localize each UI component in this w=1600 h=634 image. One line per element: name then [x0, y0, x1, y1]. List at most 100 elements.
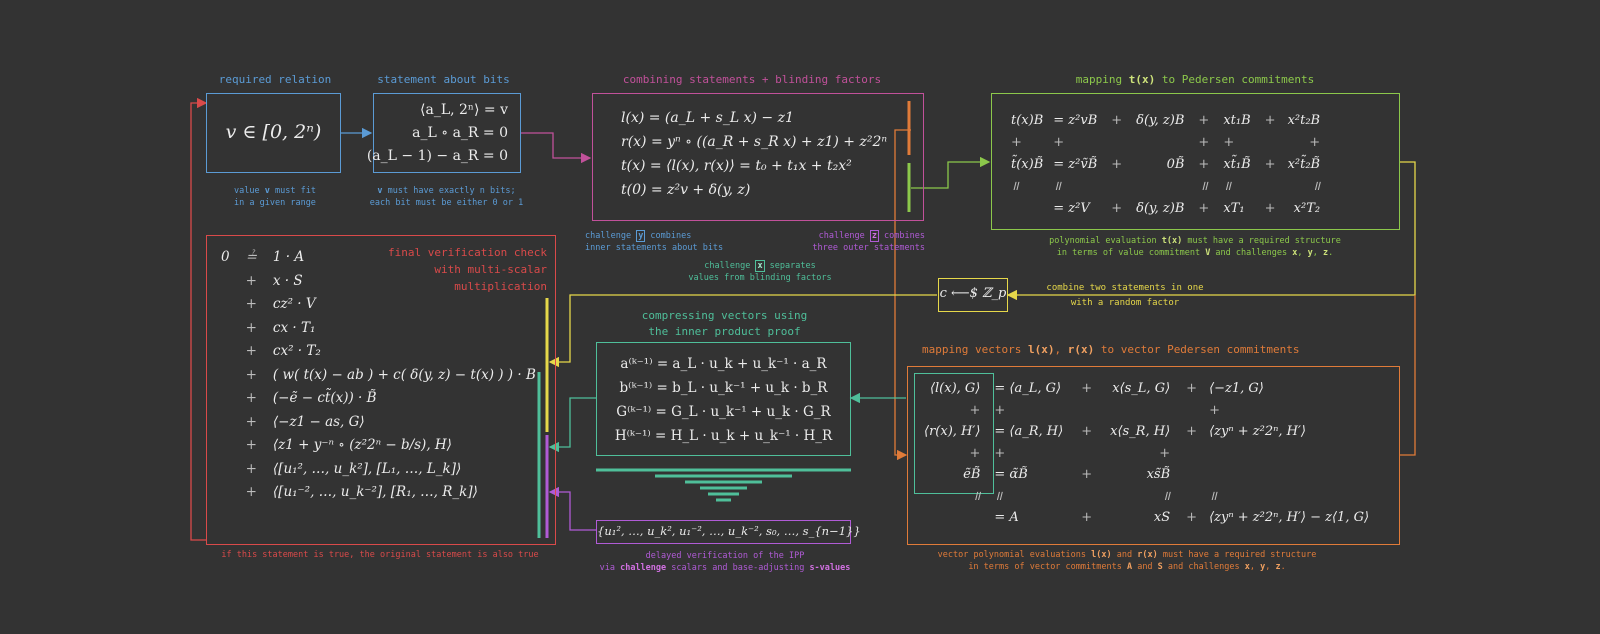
pedersen-cell: + — [1198, 112, 1210, 128]
arrow-svalues-to-final — [548, 486, 596, 531]
arrow-final-to-range — [190, 97, 208, 541]
vector-cell: xs̃B̃ — [1146, 467, 1171, 482]
pedersen-row: t̃(x)B̃= z²ṽB̃+0B̃+xt̃₁B̃+x²t̃₂B̃ — [1007, 150, 1324, 178]
vector-cell: x⟨s_R, H⟩ — [1110, 424, 1171, 439]
vector-cell: ⟨l(x), G⟩ — [929, 381, 981, 396]
vector-cell: ⟨zyⁿ + z²2ⁿ, H′⟩ − z⟨1, G⟩ — [1209, 510, 1370, 525]
vector-cell — [918, 504, 986, 531]
final-equations: 0≟1 · A+x · S+cz² · V+cx · T₁+cx² · T₂+(… — [215, 246, 542, 505]
vector-cell: ⟨r(x), H′⟩ — [924, 424, 981, 439]
vector-cell: + — [1081, 381, 1093, 396]
final-cell: cx · T₁ — [272, 319, 316, 336]
pedersen-cell: ॥ — [1223, 178, 1232, 194]
final-cell: + — [245, 319, 257, 336]
final-cell: 0 — [221, 249, 230, 265]
final-cell: + — [245, 390, 257, 406]
vector-cell — [1071, 488, 1102, 504]
svalues-set: {u₁², …, u_k², u₁⁻², …, u_k⁻², s₀, …, s_… — [597, 524, 861, 538]
pedersen-cell: + — [1011, 134, 1022, 150]
vector-cell: + — [1081, 467, 1093, 482]
vector-cell: + — [994, 445, 1006, 461]
pedersen-cell: ॥ — [1011, 178, 1019, 194]
range-relation: v ∈ [0, 2ⁿ) — [225, 121, 322, 143]
vector-cell: + — [994, 402, 1006, 418]
final-row: 0 ≟ 1 · A — [215, 246, 542, 270]
final-cell — [215, 364, 236, 388]
vector-cell: + — [1081, 510, 1093, 525]
vector-cell — [1102, 402, 1178, 418]
challenge-sample: c ⟵$ ℤ_p — [939, 286, 1007, 301]
title-combining: combining statements + blinding factors — [622, 73, 882, 86]
arrow-pedersen-to-challenge — [1006, 161, 1416, 301]
pedersen-box: t(x)B= z²vB+δ(y, z)B+xt₁B+x²t₂B+++++t̃(x… — [991, 93, 1400, 230]
arrow-vector-to-challenge — [1400, 295, 1416, 456]
pedersen-cell — [1103, 134, 1130, 150]
bits-eq-1: ⟨a_L, 2ⁿ⟩ = v — [420, 102, 508, 118]
pedersen-cell: ॥ — [1053, 178, 1062, 194]
bits-box: ⟨a_L, 2ⁿ⟩ = v a_L ∘ a_R = 0 (a_L − 1) − … — [367, 93, 521, 173]
note-range: value v must fit in a given range — [234, 186, 316, 208]
final-row: +⟨[u₁⁻², …, u_k⁻²], [R₁, …, R_k]⟩ — [215, 481, 542, 505]
vector-cell: ẽB̃ — [963, 467, 981, 482]
pedersen-cell: + — [1223, 134, 1235, 150]
vector-cell: = α̃B̃ — [994, 467, 1028, 482]
pedersen-cell: x²T₂ — [1293, 200, 1321, 216]
pedersen-cell: + — [1111, 156, 1123, 172]
bits-equations: ⟨a_L, 2ⁿ⟩ = v a_L ∘ a_R = 0 (a_L − 1) − … — [367, 99, 508, 168]
vector-row: ⟨r(x), H′⟩= ⟨a_R, H⟩+x⟨s_R, H⟩+⟨zyⁿ + z²… — [918, 418, 1373, 445]
vector-cell — [1071, 402, 1102, 418]
ipp-eq-h: H⁽ᵏ⁻¹⁾ = H_L · u_k + u_k⁻¹ · H_R — [614, 428, 833, 444]
note-vector: vector polynomial evaluations l(x) and r… — [937, 550, 1317, 572]
pedersen-cell: = z²ṽB̃ — [1053, 156, 1098, 172]
pedersen-cell: + — [1053, 134, 1065, 150]
final-cell — [215, 340, 236, 364]
final-cell — [215, 458, 236, 482]
vector-cell — [1178, 461, 1205, 488]
final-cell: cz² · V — [272, 296, 316, 312]
pedersen-row: = z²V+δ(y, z)B+xT₁+x²T₂ — [1007, 194, 1324, 222]
note-challenge-x: challenge x separates values from blindi… — [688, 260, 832, 283]
pedersen-grid: t(x)B= z²vB+δ(y, z)B+xt₁B+x²t₂B+++++t̃(x… — [1007, 106, 1324, 222]
final-cell — [215, 270, 236, 294]
ipp-box: a⁽ᵏ⁻¹⁾ = a_L · u_k + u_k⁻¹ · a_R b⁽ᵏ⁻¹⁾ … — [596, 342, 851, 456]
pedersen-cell: xT₁ — [1223, 200, 1245, 216]
combining-eq-l: l(x) = (a_L + s_L x) − z1 — [621, 110, 794, 126]
vector-table: ⟨l(x), G⟩= ⟨a_L, G⟩+x⟨s_L, G⟩+⟨−z1, G⟩++… — [918, 375, 1373, 531]
final-cell: ≟ — [245, 249, 257, 265]
arrow-ipp-to-final — [548, 397, 596, 453]
final-cell: + — [245, 343, 257, 359]
combining-eq-t: t(x) = ⟨l(x), r(x)⟩ = t₀ + t₁x + t₂x² — [621, 158, 852, 174]
vector-cell: + — [1081, 424, 1093, 439]
final-grid: 0≟1 · A+x · S+cz² · V+cx · T₁+cx² · T₂+(… — [215, 246, 542, 505]
vector-cell: + — [1186, 510, 1198, 525]
note-bits: v must have exactly n bits; each bit mus… — [369, 186, 524, 208]
final-row: +( w( t(x) − ab ) + c( δ(y, z) − t(x) ) … — [215, 364, 542, 388]
vector-cell: = ⟨a_R, H⟩ — [994, 424, 1064, 439]
final-cell: cx² · T₂ — [272, 343, 321, 359]
svalues-box: {u₁², …, u_k², u₁⁻², …, u_k⁻², s₀, …, s_… — [596, 520, 861, 544]
title-statement-bits: statement about bits — [377, 73, 510, 86]
ipp-eq-b: b⁽ᵏ⁻¹⁾ = b_L · u_k⁻¹ + u_k · b_R — [619, 380, 828, 396]
title-compress: compressing vectors using the inner prod… — [641, 309, 808, 338]
pedersen-cell: = z²V — [1053, 200, 1090, 216]
note-combine: combine two statements in one with a ran… — [1046, 283, 1204, 308]
pedersen-cell: + — [1264, 112, 1276, 128]
final-cell: + — [245, 437, 257, 453]
final-cell: ⟨z1 + y⁻ⁿ ∘ (z²2ⁿ − b/s), H⟩ — [272, 437, 452, 453]
pedersen-row: t(x)B= z²vB+δ(y, z)B+xt₁B+x²t₂B — [1007, 106, 1324, 134]
final-check-box: final verification check with multi-scal… — [206, 235, 556, 545]
pedersen-table: t(x)B= z²vB+δ(y, z)B+xt₁B+x²t₂B+++++t̃(x… — [1007, 106, 1324, 222]
vector-cell: ॥ — [972, 488, 981, 504]
pedersen-row: +++++ — [1007, 134, 1324, 150]
final-cell — [215, 387, 236, 411]
final-row: +x · S — [215, 270, 542, 294]
final-cell: + — [245, 272, 257, 289]
final-cell: 1 · A — [272, 249, 305, 265]
vector-cell — [1205, 445, 1373, 461]
pedersen-cell: = z²vB — [1053, 112, 1098, 128]
combining-eq-r: r(x) = yⁿ ∘ ((a_R + s_R x) + z1) + z²2ⁿ — [621, 134, 888, 150]
vector-cell: + — [1186, 424, 1198, 439]
pedersen-cell: ॥ — [1199, 178, 1208, 194]
final-cell: + — [245, 366, 257, 383]
